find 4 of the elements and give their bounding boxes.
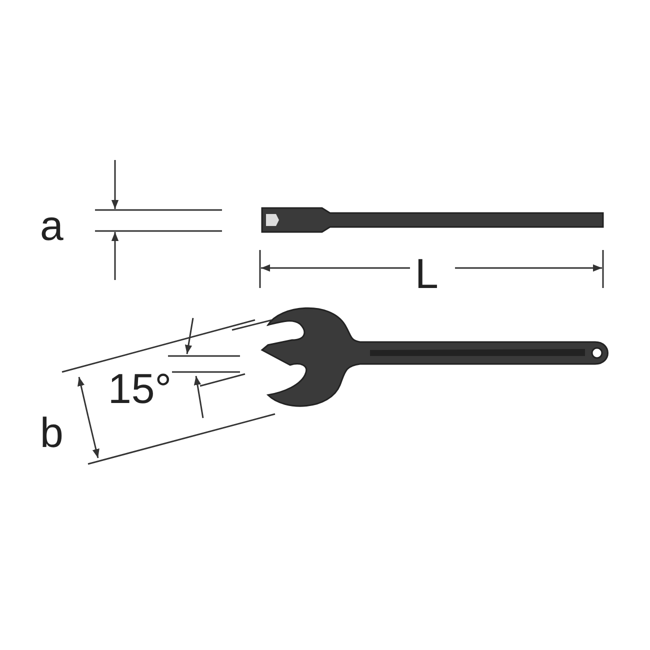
dimension-label: 15°	[108, 368, 172, 410]
dimension-label: L	[415, 253, 438, 295]
dimension-label: a	[40, 205, 64, 247]
dimension-label: b	[40, 412, 64, 454]
